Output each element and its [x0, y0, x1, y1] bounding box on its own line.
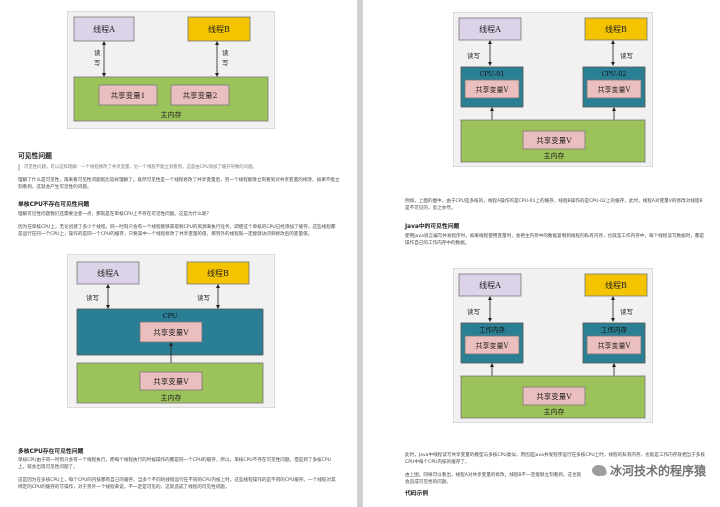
- write-label-a: 写: [94, 59, 101, 67]
- diagram-multi-cpu: 线程A 线程B 读写 读写 CPU-01 共享变量V CPU-02 共享变量V …: [453, 12, 653, 167]
- thread-b-label: 线程B: [207, 268, 229, 278]
- work-memory-a-shared-var-label: 共享变量V: [475, 341, 509, 350]
- thread-b-label: 线程B: [605, 24, 627, 34]
- shared-var-1-box: [98, 84, 158, 106]
- read-write-label-a: 读写: [467, 307, 480, 316]
- diagram-single-cpu: 线程A 线程B 读写 读写 CPU 共享变量V 共享变量V 主内存: [67, 254, 275, 408]
- diagram-java-memory-model: 线程A 线程B 读写 读写 工作内存 共享变量V 工作内存 共享变量V 共享变量…: [453, 268, 653, 423]
- heading-code-example: 代码示例: [405, 491, 429, 497]
- work-memory-b-shared-var-box: [586, 335, 642, 355]
- shared-var-2-box: [170, 84, 230, 106]
- read-write-label-b: 读写: [197, 293, 210, 302]
- read-write-label-b: 读写: [620, 307, 633, 316]
- thread-b-box: [584, 273, 648, 297]
- watermark: 冰河技术的程序猿: [591, 462, 706, 479]
- heading-single-core: 单核CPU不存在可见性问题: [18, 202, 90, 208]
- read-write-label-b: 读写: [620, 51, 633, 60]
- read-write-label-a: 读写: [467, 51, 480, 60]
- page-gap: [357, 0, 363, 507]
- memory-shared-var-label: 共享变量V: [536, 391, 572, 401]
- paragraph-single-core-reason: 因为在单核CPU上，无论创建了多少个线程，同一时刻只会有一个线程能够获取到CPU…: [18, 225, 336, 238]
- heading-java-visibility: Java中的可见性问题: [405, 224, 460, 230]
- thread-a-label: 线程A: [479, 280, 501, 290]
- work-memory-a-label: 工作内存: [479, 325, 506, 334]
- cpu01-label: CPU-01: [479, 70, 504, 78]
- read-label-b: 读: [222, 48, 229, 57]
- paragraph-java-memory: 使用Java语言编写并发程序时，如果线程使用变量时，会把主内存中的数据复制到线程…: [405, 234, 705, 247]
- thread-a-box: [73, 16, 135, 42]
- cpu-label: CPU: [163, 312, 178, 320]
- main-memory-label: 主内存: [544, 407, 565, 416]
- thread-a-label: 线程A: [479, 24, 501, 34]
- work-memory-b-label: 工作内存: [601, 325, 628, 334]
- cpu02-shared-var-label: 共享变量V: [597, 85, 631, 94]
- document-page-right: 线程A 线程B 读写 读写 CPU-01 共享变量V CPU-02 共享变量V …: [363, 0, 720, 507]
- watermark-text: 冰河技术的程序猿: [609, 464, 706, 478]
- cpu01-shared-var-box: [464, 79, 520, 99]
- memory-shared-var-box: [139, 371, 203, 391]
- quote-visibility: 可见性问题，可以这样理解：一个线程修改了共享变量，另一个线程不能立刻看到，这是由…: [18, 164, 344, 171]
- paragraph-multi-core-intro: 单核CPU由于同一时刻只会有一个线程执行，而每个线程执行的时候操作的都是同一个C…: [18, 458, 331, 471]
- thread-b-box: [584, 17, 648, 41]
- main-memory-label: 主内存: [161, 393, 182, 402]
- thread-b-box: [187, 16, 251, 42]
- thread-a-label: 线程A: [97, 268, 119, 278]
- paragraph-java-conclusion: 由上图，同样可以看出，线程A对共享变量的修改，线程B不一定能够立刻看到，这也就会…: [405, 473, 582, 486]
- paragraph-multi-cpu-example: 例如，上面的图中，由于CPU是多核的，线程A操作的是CPU-01上的缓存，线程B…: [405, 199, 703, 212]
- memory-shared-var-box: [522, 130, 586, 150]
- read-label-a: 读: [94, 48, 101, 57]
- heading-multi-core: 多核CPU存在可见性问题: [18, 449, 84, 455]
- cpu01-shared-var-label: 共享变量V: [475, 85, 509, 94]
- thread-a-label: 线程A: [93, 24, 115, 34]
- wechat-icon: [591, 465, 607, 476]
- read-write-label-a: 读写: [86, 293, 99, 302]
- work-memory-b-shared-var-label: 共享变量V: [597, 341, 631, 350]
- memory-shared-var-label: 共享变量V: [536, 135, 572, 145]
- main-memory-label: 主内存: [161, 110, 182, 119]
- shared-var-1-label: 共享变量1: [111, 90, 146, 100]
- work-memory-a-shared-var-box: [464, 335, 520, 355]
- paragraph-multi-core-reason: 这是因为在多核CPU上，每个CPU的内核都有自己的缓存。当多个不同的线程运行在不…: [18, 478, 336, 491]
- paragraph-java-multi-core: 此时，Java中线程读写共享变量的模型与多核CPU类似，原因是Java并发程序运…: [405, 453, 705, 466]
- heading-visibility: 可见性问题: [18, 152, 52, 160]
- thread-b-label: 线程B: [605, 280, 627, 290]
- write-label-b: 写: [222, 59, 229, 67]
- paragraph-visibility-def: 理解了什么是可见性，再来看可见性问题就比较好理解了。既然可见性是一个线程修改了共…: [18, 178, 340, 191]
- thread-b-label: 线程B: [208, 24, 230, 34]
- cpu-shared-var-label: 共享变量V: [153, 327, 189, 337]
- document-page-left: 线程A 线程B 读 写 读 写 共享变量1 共享变量2 主内存 可见性问题 可见…: [0, 0, 357, 507]
- shared-var-2-label: 共享变量2: [183, 90, 218, 100]
- main-memory-label: 主内存: [544, 151, 565, 160]
- memory-shared-var-box: [522, 386, 586, 406]
- paragraph-single-core-intro: 理解可见性问题我们还需要注意一点，那就是在单核CPU上不存在可见性问题。这是为什…: [18, 212, 209, 217]
- cpu02-shared-var-box: [586, 79, 642, 99]
- memory-shared-var-label: 共享变量V: [153, 376, 189, 386]
- cpu02-label: CPU-02: [601, 70, 626, 78]
- diagram-threads-main-memory: 线程A 线程B 读 写 读 写 共享变量1 共享变量2 主内存: [67, 11, 275, 129]
